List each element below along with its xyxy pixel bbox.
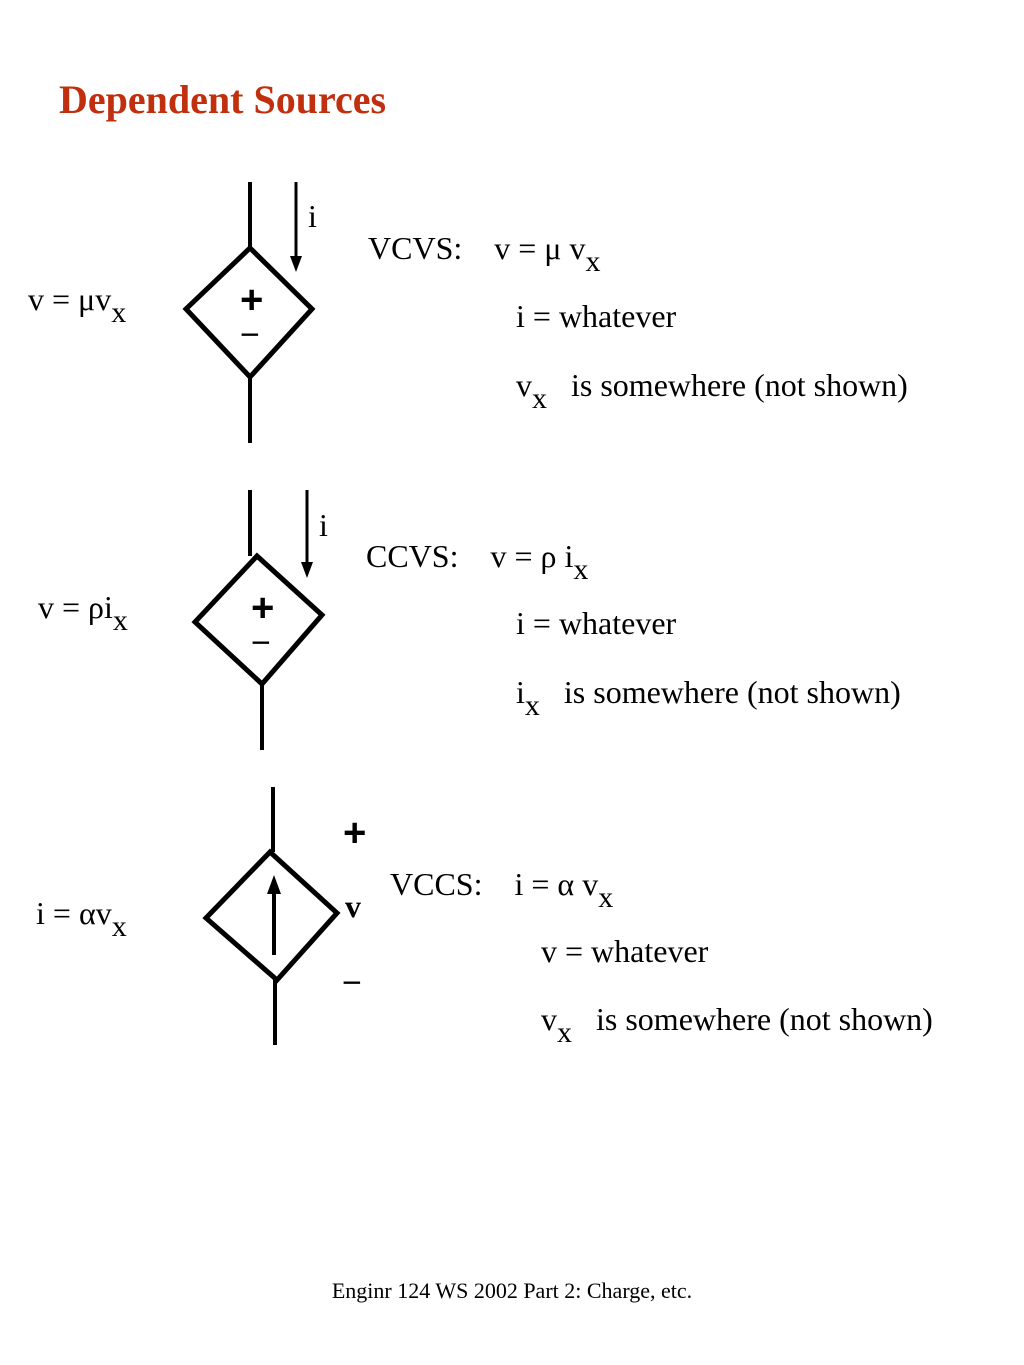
- vccs-voltage-label: v: [345, 888, 361, 924]
- vccs-equation: i = αvx: [36, 895, 127, 943]
- vcvs-minus-sign: −: [240, 316, 260, 354]
- ccvs-equation: v = ρix: [38, 589, 128, 637]
- vcvs-symbol: [182, 182, 316, 443]
- vccs-plus-sign: +: [343, 811, 367, 855]
- vcvs-current-label: i: [308, 198, 317, 234]
- vccs-definition-equation: VCCS: i = α vx: [390, 866, 614, 914]
- ccvs-arrowhead: [301, 562, 313, 578]
- ccvs-current-condition: i = whatever: [516, 605, 677, 641]
- vcvs-current-condition: i = whatever: [516, 298, 677, 334]
- ccvs-plus-sign: +: [251, 586, 275, 630]
- vcvs-definition-equation: VCVS: v = μ vx: [368, 230, 601, 278]
- footer-text: Enginr 124 WS 2002 Part 2: Charge, etc.: [331, 1278, 693, 1303]
- ccvs-definition-equation: CCVS: v = ρ ix: [366, 538, 589, 586]
- ccvs-symbol: [191, 490, 326, 750]
- vcvs-arrowhead: [290, 256, 302, 272]
- vccs-control-note: vx is somewhere (not shown): [541, 1001, 933, 1049]
- vcvs-plus-sign: +: [240, 278, 264, 322]
- vccs-voltage-condition: v = whatever: [541, 933, 709, 969]
- vcvs-equation: v = μvx: [28, 281, 127, 329]
- vcvs-control-note: vx is somewhere (not shown): [516, 367, 908, 415]
- vccs-minus-sign: −: [342, 964, 362, 1002]
- vccs-symbol: [202, 787, 341, 1045]
- ccvs-control-note: ix is somewhere (not shown): [516, 674, 901, 722]
- vccs-arrowhead: [267, 875, 281, 894]
- vccs-diamond: [202, 848, 341, 984]
- ccvs-minus-sign: −: [251, 624, 271, 662]
- ccvs-current-label: i: [319, 507, 328, 543]
- slide-title: Dependent Sources: [59, 77, 387, 122]
